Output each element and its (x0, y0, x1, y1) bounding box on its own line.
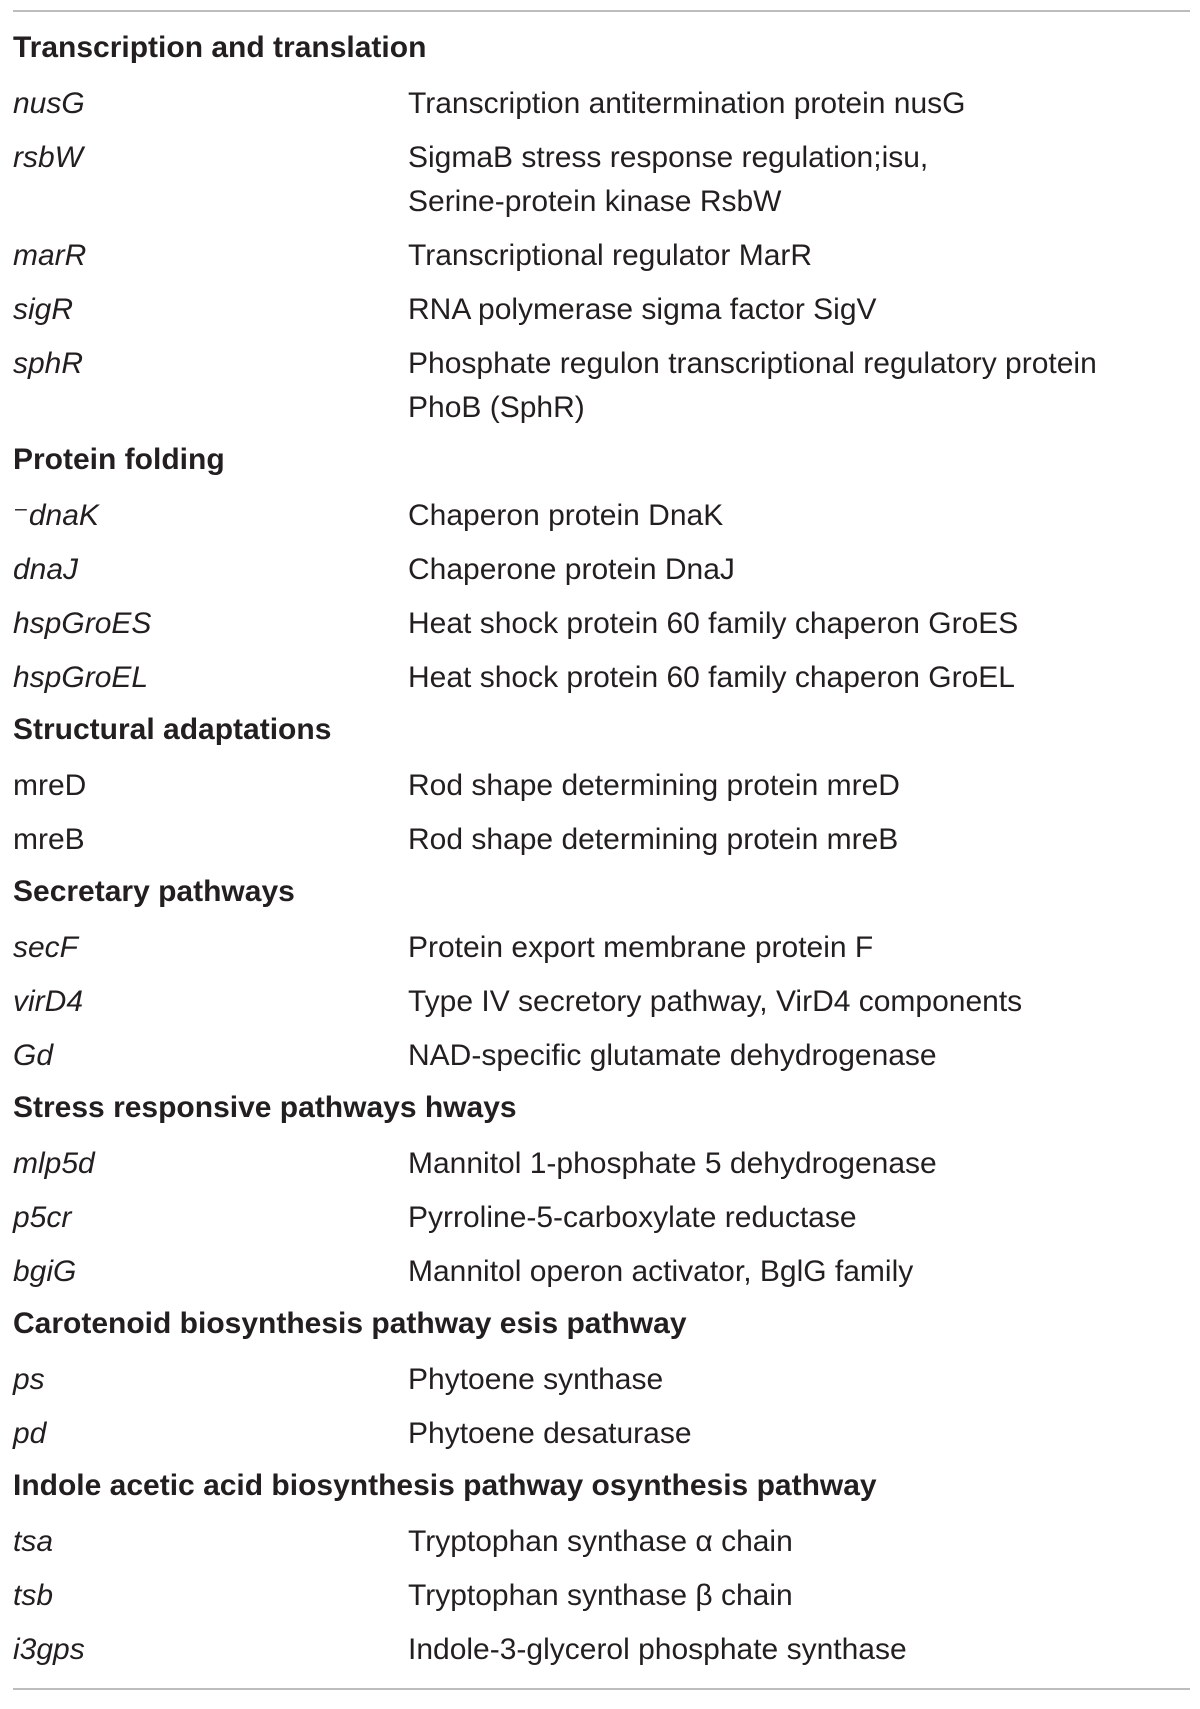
gene-description: Tryptophan synthase β chain (408, 1579, 793, 1612)
table-row: marR Transcriptional regulator MarR (13, 234, 1190, 278)
table-bottom-rule (13, 1688, 1190, 1690)
gene-description: RNA polymerase sigma factor SigV (408, 293, 877, 326)
gene-name: hspGroEL (13, 661, 149, 694)
table-row: sigR RNA polymerase sigma factor SigV (13, 288, 1190, 332)
gene-description: Heat shock protein 60 family chaperon Gr… (408, 661, 1015, 694)
table-row: i3gps Indole-3-glycerol phosphate synthas… (13, 1628, 1190, 1672)
section-title: Secretary pathways (13, 875, 295, 908)
gene-description: Tryptophan synthase α chain (408, 1525, 793, 1558)
table-row: hspGroEL Heat shock protein 60 family cha… (13, 656, 1190, 700)
table-row: nusG Transcription antitermination protei… (13, 82, 1190, 126)
table-row: p5cr Pyrroline-5-carboxylate reductase (13, 1196, 1190, 1240)
table-row: mlp5d Mannitol 1-phosphate 5 dehydrogenas… (13, 1142, 1190, 1186)
table-row: ps Phytoene synthase (13, 1358, 1190, 1402)
gene-name: nusG (13, 87, 85, 120)
table-row: bgiG Mannitol operon activator, BglG fami… (13, 1250, 1190, 1294)
table-row: secF Protein export membrane protein F (13, 926, 1190, 970)
gene-name: secF (13, 931, 79, 964)
table-top-rule (13, 10, 1190, 12)
table-row: dnaJ Chaperone protein DnaJ (13, 548, 1190, 592)
gene-description: Rod shape determining protein mreB (408, 823, 899, 856)
gene-name: mreB (13, 823, 85, 856)
gene-name: dnaJ (13, 553, 79, 586)
gene-name: tsb (13, 1579, 54, 1612)
gene-name: mlp5d (13, 1147, 95, 1180)
gene-description: SigmaB stress response regulation;isu, S… (408, 141, 929, 218)
gene-table: Transcription and translation nusG Transcr… (13, 10, 1190, 1690)
gene-name: p5cr (13, 1201, 72, 1234)
section-title: Indole acetic acid biosynthesis pathway … (13, 1469, 877, 1502)
gene-description: NAD-specific glutamate dehydrogenase (408, 1039, 937, 1072)
table-row: ⁻dnaK Chaperon protein DnaK (13, 494, 1190, 538)
gene-description: Rod shape determining protein mreD (408, 769, 900, 802)
gene-name: sigR (13, 293, 74, 326)
gene-description: Chaperone protein DnaJ (408, 553, 735, 586)
table-row: Gd NAD-specific glutamate dehydrogenase (13, 1034, 1190, 1078)
table-row: tsb Tryptophan synthase β chain (13, 1574, 1190, 1618)
table-row: tsa Tryptophan synthase α chain (13, 1520, 1190, 1564)
gene-name: i3gps (13, 1633, 85, 1666)
section-title: Stress responsive pathways hways (13, 1091, 517, 1124)
table-row: hspGroES Heat shock protein 60 family cha… (13, 602, 1190, 646)
gene-name: sphR (13, 347, 84, 380)
gene-description: Phytoene desaturase (408, 1417, 692, 1450)
table-body: Transcription and translation nusG Transcr… (13, 28, 1190, 1672)
gene-name: bgiG (13, 1255, 77, 1288)
table-row: sphR Phosphate regulon transcriptional re… (13, 342, 1190, 430)
gene-description: Mannitol operon activator, BglG family (408, 1255, 914, 1288)
gene-description: Heat shock protein 60 family chaperon Gr… (408, 607, 1019, 640)
table-row: mreD Rod shape determining protein mreD (13, 764, 1190, 808)
gene-name: rsbW (13, 141, 83, 174)
gene-name: mreD (13, 769, 87, 802)
gene-name: hspGroES (13, 607, 152, 640)
gene-description: Pyrroline-5-carboxylate reductase (408, 1201, 857, 1234)
gene-name: Gd (13, 1039, 54, 1072)
section-title: Transcription and translation (13, 31, 427, 64)
section-title: Protein folding (13, 443, 225, 476)
gene-description: Chaperon protein DnaK (408, 499, 724, 532)
table-row: pd Phytoene desaturase (13, 1412, 1190, 1456)
gene-description: Type IV secretory pathway, VirD4 compone… (408, 985, 1023, 1018)
gene-name: ⁻dnaK (13, 499, 99, 532)
table-row: mreB Rod shape determining protein mreB (13, 818, 1190, 862)
gene-name: tsa (13, 1525, 54, 1558)
section-title: Carotenoid biosynthesis pathway esis pat… (13, 1307, 687, 1340)
gene-name: pd (13, 1417, 47, 1450)
gene-name: marR (13, 239, 87, 272)
gene-description: Transcriptional regulator MarR (408, 239, 813, 272)
gene-description: Transcription antitermination protein nu… (408, 87, 966, 120)
gene-description: Phytoene synthase (408, 1363, 664, 1396)
section-title: Structural adaptations (13, 713, 332, 746)
gene-name: virD4 (13, 985, 84, 1018)
gene-description: Phosphate regulon transcriptional regula… (408, 347, 1097, 424)
table-row: virD4 Type IV secretory pathway, VirD4 co… (13, 980, 1190, 1024)
gene-description: Mannitol 1-phosphate 5 dehydrogenase (408, 1147, 937, 1180)
gene-description: Indole-3-glycerol phosphate synthase (408, 1633, 907, 1666)
gene-name: ps (13, 1363, 45, 1396)
gene-description: Protein export membrane protein F (408, 931, 874, 964)
table-row: rsbW SigmaB stress response regulation;is… (13, 136, 1190, 224)
